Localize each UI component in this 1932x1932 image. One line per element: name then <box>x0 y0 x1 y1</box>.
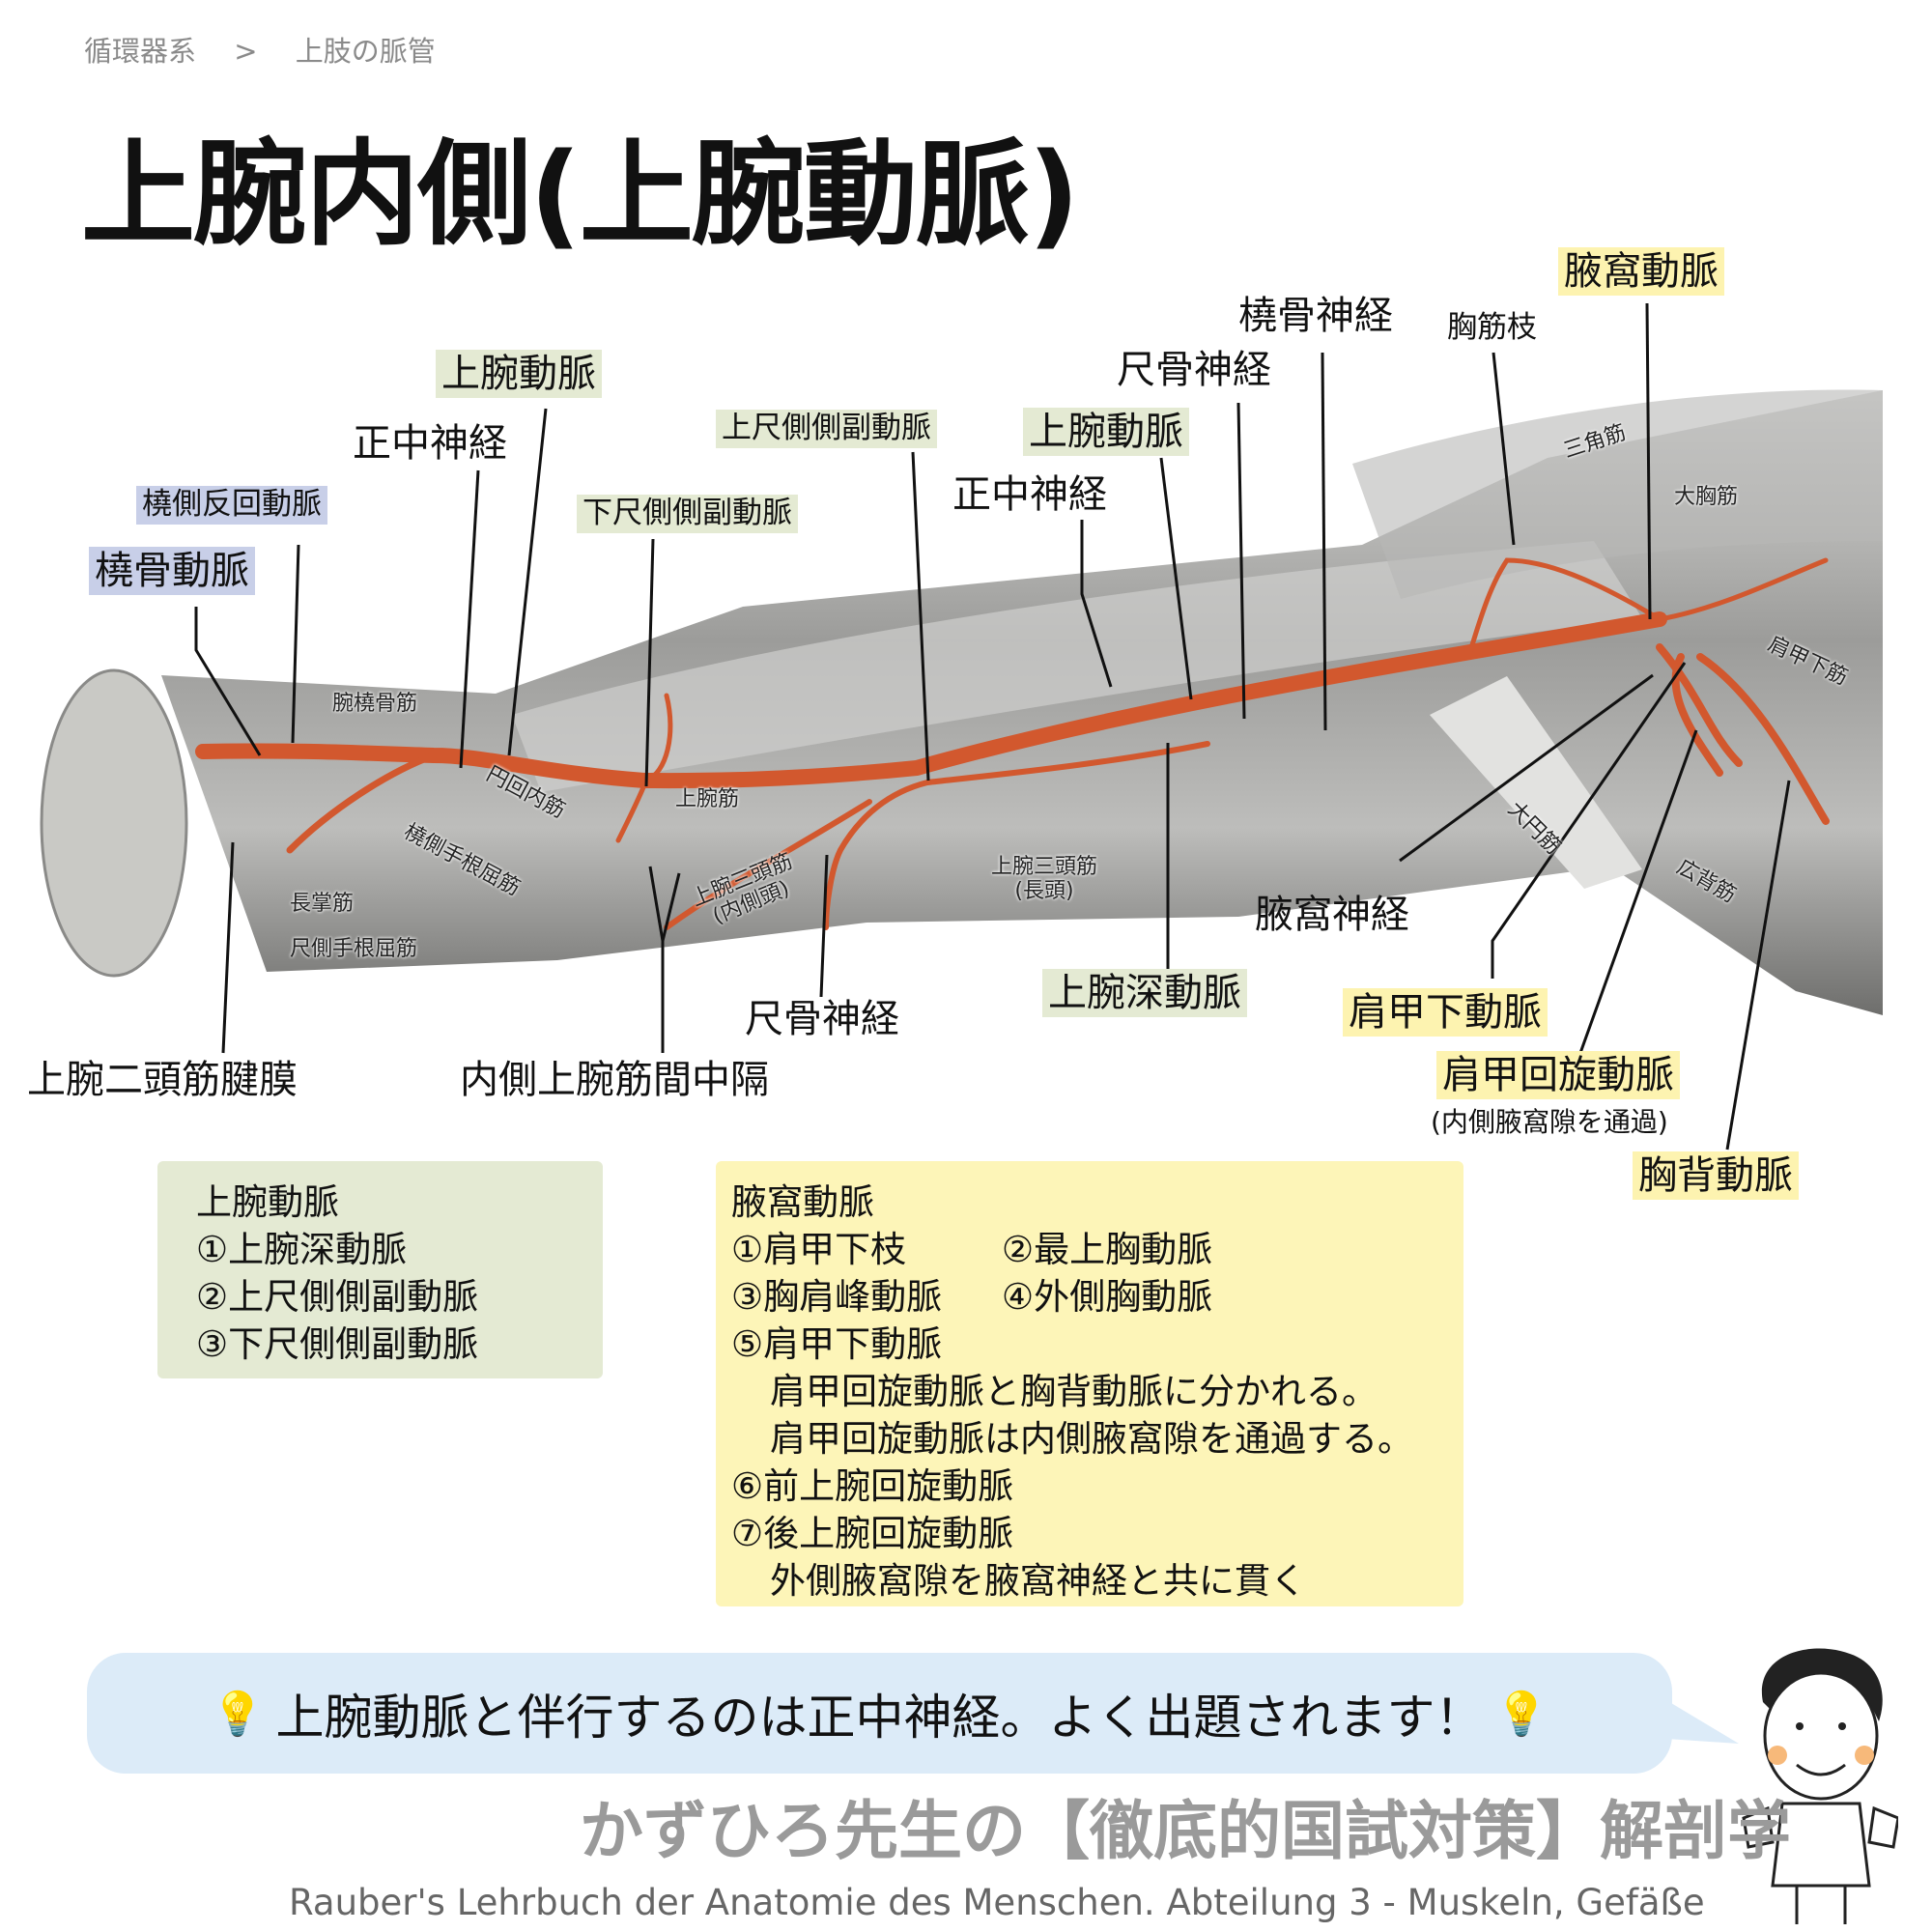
label-median-nerve: 正中神経 <box>952 472 1107 517</box>
label-thoracodorsal-artery: 胸背動脈 <box>1633 1151 1799 1200</box>
box-line: ①肩甲下枝 ②最上胸動脈 <box>731 1226 1429 1273</box>
muscle-label: 上腕筋 <box>675 787 740 811</box>
box-line: 外側腋窩隙を腋窩神経と共に貫く <box>770 1560 1306 1602</box>
label-medial-intermuscular-septum: 内側上腕筋間中隔 <box>460 1058 769 1102</box>
label-brachial-artery: 上腕動脈 <box>436 350 602 398</box>
muscle-label: 上腕三頭筋(長頭) <box>991 855 1097 904</box>
muscle-label: 大胸筋 <box>1674 485 1739 509</box>
box-line: ⑤肩甲下動脈 <box>731 1323 943 1365</box>
arm-illustration <box>40 302 1883 1151</box>
box-line: 肩甲回旋動脈は内側腋窩隙を通過する。 <box>770 1418 1413 1460</box>
label-inferior-ulnar-collateral: 下尺側側副動脈 <box>577 495 798 533</box>
label-circumflex-scapular-note: (内側腋窩隙を通過) <box>1431 1106 1668 1138</box>
label-bicipital-aponeurosis: 上腕二頭筋腱膜 <box>27 1058 298 1102</box>
label-ulnar-nerve: 尺骨神経 <box>1117 348 1271 392</box>
label-pectoral-branch: 胸筋枝 <box>1447 310 1537 345</box>
box-line: ⑦後上腕回旋動脈 <box>731 1513 1014 1554</box>
label-axillary-nerve: 腋窩神経 <box>1255 893 1409 937</box>
muscle-label: 長掌筋 <box>290 892 355 916</box>
label-axillary-artery: 腋窩動脈 <box>1558 247 1724 296</box>
box-line: ②上尺側側副動脈 <box>196 1276 479 1318</box>
box-line: ③下尺側側副動脈 <box>196 1323 479 1365</box>
lightbulb-icon: 💡 <box>1494 1689 1548 1739</box>
box-item: ③胸肩峰動脈 <box>731 1276 943 1318</box>
teacher-avatar <box>1742 1648 1898 1924</box>
artery <box>195 557 1830 930</box>
breadcrumb-item[interactable]: 循環器系 <box>84 35 197 68</box>
muscle-label: 腕橈骨筋 <box>332 692 418 716</box>
tip-bubble: 💡 上腕動脈と伴行するのは正中神経。よく出題されます！ 💡 <box>87 1653 1672 1774</box>
box-line: ①上腕深動脈 <box>196 1229 408 1270</box>
leader-lines <box>194 302 1791 1151</box>
box-line: ⑥前上腕回旋動脈 <box>731 1465 1014 1507</box>
label-radial-artery: 橈骨動脈 <box>89 547 255 595</box>
tip-text: 上腕動脈と伴行するのは正中神経。よく出題されます！ <box>275 1689 1484 1746</box>
footer-citation: Rauber's Lehrbuch der Anatomie des Mensc… <box>289 1882 1705 1923</box>
label-radial-recurrent-artery: 橈側反回動脈 <box>136 486 327 525</box>
box-item: ①肩甲下枝 <box>731 1229 907 1270</box>
breadcrumb: 循環器系 > 上肢の脈管 <box>84 29 465 70</box>
box-line: 肩甲回旋動脈と胸背動脈に分かれる。 <box>770 1371 1378 1412</box>
muscle-label-sub: (長頭) <box>1014 879 1074 904</box>
forearm-cut <box>40 668 188 978</box>
label-circumflex-scapular-artery: 肩甲回旋動脈 <box>1436 1051 1680 1099</box>
box-line: ③胸肩峰動脈 ④外側胸動脈 <box>731 1273 1429 1321</box>
label-ulnar-nerve: 尺骨神経 <box>745 997 899 1041</box>
muscle-label: 尺側手根屈筋 <box>290 937 418 961</box>
brachial-branches-box: 上腕動脈 ①上腕深動脈 ②上尺側側副動脈 ③下尺側側副動脈 <box>157 1161 603 1378</box>
box-item: ②最上胸動脈 <box>1002 1229 1213 1270</box>
axillary-branches-box: 腋窩動脈 ①肩甲下枝 ②最上胸動脈 ③胸肩峰動脈 ④外側胸動脈 ⑤肩甲下動脈 肩甲回… <box>716 1161 1463 1606</box>
breadcrumb-item[interactable]: 上肢の脈管 <box>295 35 436 68</box>
lightbulb-icon: 💡 <box>211 1689 265 1739</box>
box-item: ④外側胸動脈 <box>1002 1276 1213 1318</box>
label-radial-nerve: 橈骨神経 <box>1238 294 1393 338</box>
label-deep-brachial-artery: 上腕深動脈 <box>1042 969 1247 1017</box>
box-heading: 上腕動脈 <box>196 1181 339 1223</box>
breadcrumb-separator: > <box>234 35 258 68</box>
muscle-label-main: 上腕三頭筋 <box>991 855 1098 879</box>
footer-title: かずひろ先生の【徹底的国試対策】解剖学 <box>580 1794 1791 1868</box>
label-subscapular-artery: 肩甲下動脈 <box>1343 988 1548 1037</box>
bubble-tail <box>1666 1700 1739 1744</box>
page-title: 上腕内側(上腕動脈) <box>81 128 1080 261</box>
box-heading: 腋窩動脈 <box>731 1181 874 1223</box>
label-median-nerve: 正中神経 <box>353 421 507 466</box>
label-superior-ulnar-collateral: 上尺側側副動脈 <box>716 410 937 448</box>
label-brachial-artery: 上腕動脈 <box>1023 408 1189 456</box>
